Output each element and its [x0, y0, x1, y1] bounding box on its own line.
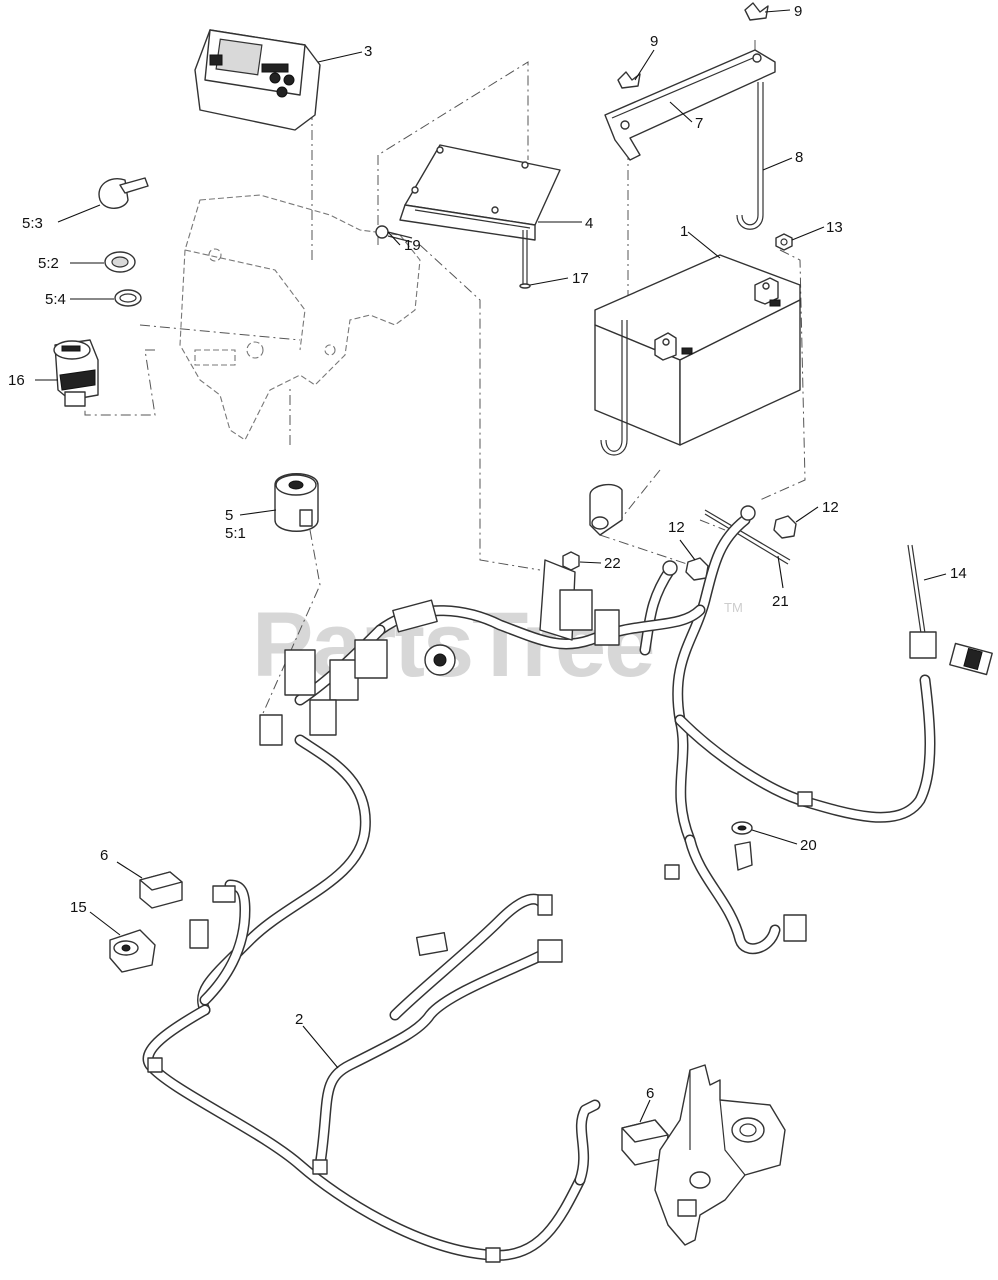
hold-down-bracket-part-7 — [604, 49, 776, 161]
callout-9-left: 9 — [650, 33, 658, 50]
relay-part-6-lower — [621, 1119, 669, 1166]
callout-6-lower: 6 — [646, 1085, 654, 1102]
callout-4: 4 — [585, 215, 593, 232]
callout-1: 1 — [680, 223, 688, 240]
callout-12-right: 12 — [822, 499, 839, 516]
bolt-part-12-left — [685, 557, 709, 581]
callout-9-right: 9 — [794, 3, 802, 20]
callout-6-upper: 6 — [100, 847, 108, 864]
wing-nut-part-9-right — [744, 2, 769, 21]
callout-20: 19 — [404, 237, 421, 254]
battery-cables — [639, 505, 756, 846]
washer-part-5-4 — [114, 289, 142, 307]
nut-part-5-2 — [104, 251, 136, 273]
callout-17: 17 — [572, 270, 589, 287]
bolt-part-17 — [519, 230, 531, 289]
callout-5: 5 — [225, 507, 233, 524]
nut-part-22 — [562, 551, 580, 571]
callout-5-3: 5:3 — [22, 215, 43, 232]
ignition-switch-part-5 — [274, 473, 319, 532]
controller-module-part-4 — [399, 144, 561, 241]
mounting-panel — [179, 194, 421, 441]
watermark-trademark: TM — [724, 600, 743, 615]
wing-nut-part-9-left — [617, 71, 641, 89]
cable-strap-part-21 — [704, 509, 791, 565]
callout-labels: 3 4 4 17 19 5:3 5:2 5:4 16 5 5:1 7 9 9 8… — [8, 3, 967, 1102]
grommet-part-19 — [731, 821, 753, 871]
callout-7: 7 — [695, 115, 703, 132]
wiring-harness-part-2 — [142, 559, 936, 1263]
pedal-bracket-assembly — [654, 1064, 786, 1246]
nut-part-13 — [775, 233, 793, 251]
switch-part-16 — [53, 339, 99, 407]
ignition-key-part-5-3 — [98, 177, 149, 209]
callout-14: 14 — [950, 565, 967, 582]
callout-15: 15 — [70, 899, 87, 916]
callout-5-2: 5:2 — [38, 255, 59, 272]
callout-19: 20 — [800, 837, 817, 854]
callout-2: 2 — [295, 1011, 303, 1028]
cable-tie-part-14 — [907, 544, 993, 676]
callout-16: 16 — [8, 372, 25, 389]
battery-part-1 — [594, 254, 801, 456]
callout-5-1: 5:1 — [225, 525, 246, 542]
component-part-15 — [109, 929, 156, 973]
callout-5-4: 5:4 — [45, 291, 66, 308]
callout-8: 8 — [795, 149, 803, 166]
terminal-boot — [589, 483, 623, 536]
callout-3: 3 — [364, 43, 372, 60]
bolt-part-12-right — [773, 515, 797, 539]
callout-22: 22 — [604, 555, 621, 572]
j-bolt-part-8 — [736, 82, 764, 230]
leader-lines — [35, 9, 947, 1123]
callout-13: 13 — [826, 219, 843, 236]
callout-12-left: 12 — [668, 519, 685, 536]
callout-21: 21 — [772, 593, 789, 610]
display-module-part-3 — [194, 29, 321, 131]
relay-part-6-upper — [139, 871, 183, 909]
alignment-lines — [84, 40, 806, 721]
